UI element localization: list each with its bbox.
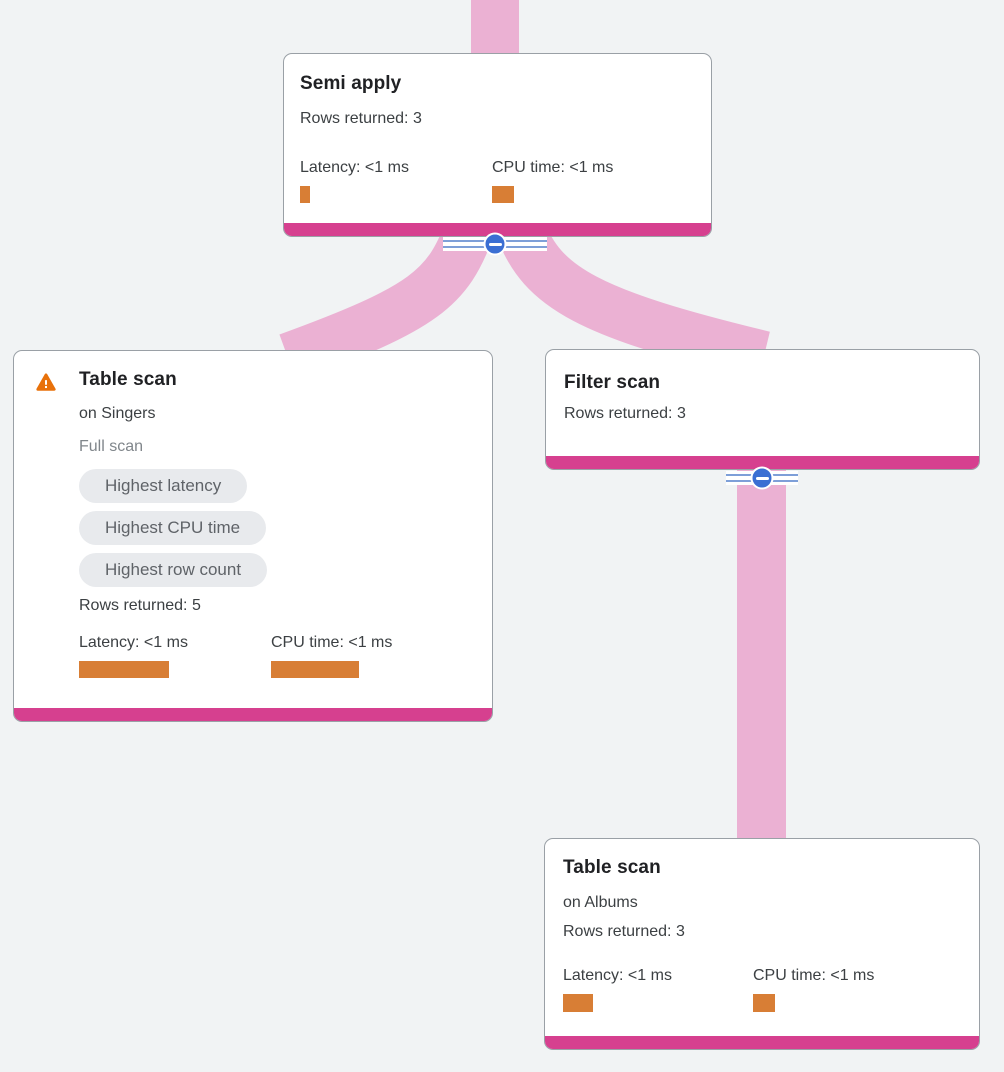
latency-label: Latency: <1 ms bbox=[79, 634, 188, 651]
node-subtitle: on Albums bbox=[563, 894, 638, 911]
scan-type: Full scan bbox=[79, 438, 144, 455]
metrics-row: Latency: <1 ms CPU time: <1 ms bbox=[79, 632, 492, 678]
node-semi-apply[interactable]: Semi apply Rows returned: 3 Latency: <1 … bbox=[283, 53, 712, 237]
collapse-button-filter-scan[interactable] bbox=[750, 466, 774, 490]
badge-list: Highest latency Highest CPU time Highest… bbox=[79, 469, 492, 587]
cpu-label: CPU time: <1 ms bbox=[492, 159, 614, 176]
node-subtitle: on Singers bbox=[79, 405, 156, 422]
badge-highest-cpu-time: Highest CPU time bbox=[79, 511, 267, 545]
node-content: Table scan on Singers Full scan Highest … bbox=[79, 351, 492, 678]
node-title: Semi apply bbox=[300, 73, 402, 94]
cpu-metric: CPU time: <1 ms bbox=[271, 632, 392, 678]
rows-returned: Rows returned: 3 bbox=[300, 110, 422, 127]
edge-semi-apply-to-filter-scan bbox=[496, 218, 770, 381]
latency-label: Latency: <1 ms bbox=[563, 967, 672, 984]
node-table-scan-singers[interactable]: Table scan on Singers Full scan Highest … bbox=[13, 350, 493, 722]
cpu-label: CPU time: <1 ms bbox=[753, 967, 875, 984]
latency-metric: Latency: <1 ms bbox=[300, 146, 492, 203]
warning-icon bbox=[36, 373, 56, 391]
cpu-metric: CPU time: <1 ms bbox=[753, 965, 874, 1012]
latency-bar bbox=[79, 661, 169, 678]
node-accent-bar bbox=[284, 223, 711, 236]
badge-highest-latency: Highest latency bbox=[79, 469, 248, 503]
cpu-label: CPU time: <1 ms bbox=[271, 634, 393, 651]
collapse-button-semi-apply[interactable] bbox=[483, 232, 507, 256]
rows-returned: Rows returned: 5 bbox=[79, 597, 201, 614]
node-title: Table scan bbox=[563, 857, 661, 878]
cpu-bar bbox=[492, 186, 514, 203]
node-accent-bar bbox=[545, 1036, 979, 1049]
collapse-rail-filter-scan bbox=[726, 466, 798, 490]
latency-bar bbox=[300, 186, 310, 203]
latency-bar bbox=[563, 994, 593, 1012]
node-title: Table scan bbox=[79, 369, 177, 390]
node-title: Filter scan bbox=[564, 372, 661, 393]
badge-highest-row-count: Highest row count bbox=[79, 553, 268, 587]
rows-returned: Rows returned: 3 bbox=[564, 405, 686, 422]
node-accent-bar bbox=[546, 456, 979, 469]
latency-metric: Latency: <1 ms bbox=[563, 965, 753, 1012]
metrics-row: Latency: <1 ms CPU time: <1 ms bbox=[300, 146, 695, 203]
latency-label: Latency: <1 ms bbox=[300, 159, 409, 176]
cpu-metric: CPU time: <1 ms bbox=[492, 146, 613, 203]
latency-metric: Latency: <1 ms bbox=[79, 632, 271, 678]
edge-filter-scan-to-table-scan-albums bbox=[737, 470, 786, 838]
collapse-rail-semi-apply bbox=[443, 232, 547, 256]
metrics-row: Latency: <1 ms CPU time: <1 ms bbox=[563, 965, 961, 1012]
edge-parent-to-semi-apply bbox=[471, 0, 519, 54]
node-accent-bar bbox=[14, 708, 492, 721]
cpu-bar bbox=[753, 994, 775, 1012]
node-table-scan-albums[interactable]: Table scan on Albums Rows returned: 3 La… bbox=[544, 838, 980, 1050]
node-filter-scan[interactable]: Filter scan Rows returned: 3 bbox=[545, 349, 980, 470]
rows-returned: Rows returned: 3 bbox=[563, 923, 685, 940]
cpu-bar bbox=[271, 661, 359, 678]
